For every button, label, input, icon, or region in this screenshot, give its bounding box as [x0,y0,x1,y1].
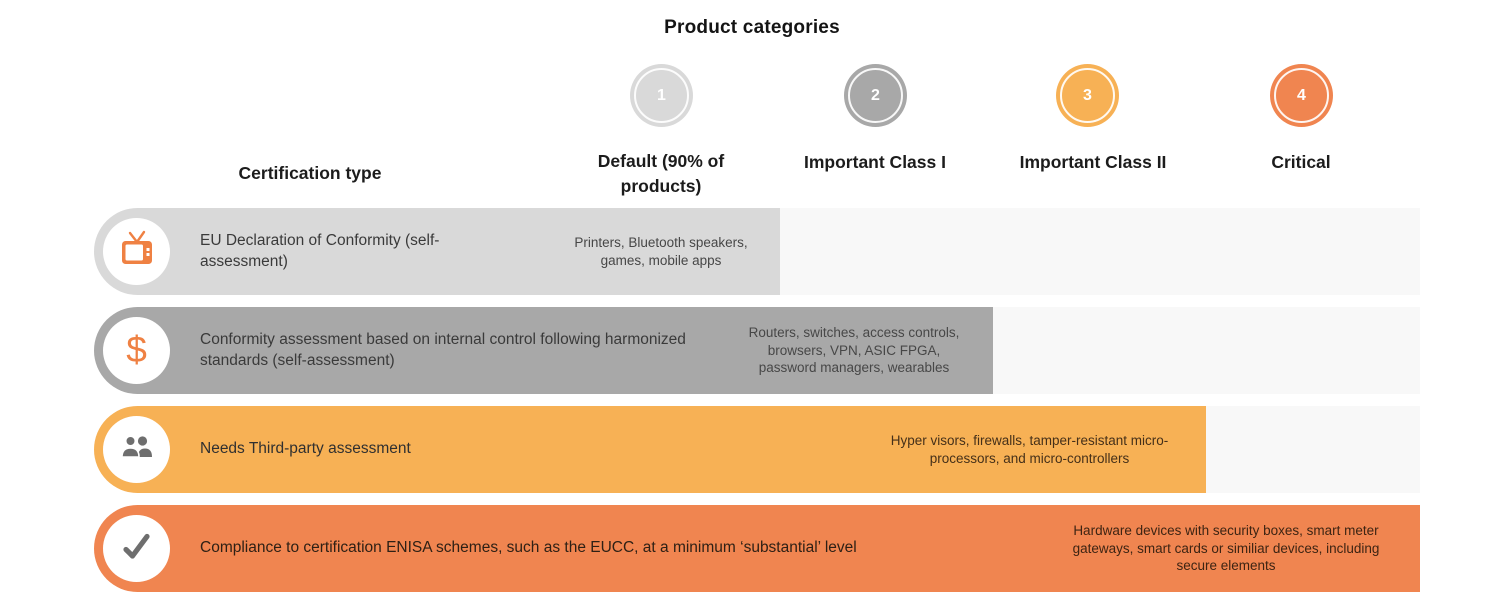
category-circle-2: 2 [844,64,907,127]
row-bar-important-class-2 [94,406,1206,493]
category-circle-4: 4 [1270,64,1333,127]
page-title: Product categories [664,17,840,38]
certification-label: EU Declaration of Conformity (self-asses… [200,231,440,270]
category-number-1: 1 [634,68,689,123]
row-icon-badge [103,416,170,483]
check-icon [120,531,154,566]
header-default: Default (90% of products) [597,151,725,196]
row-icon-badge [103,218,170,285]
table-row: $ Conformity assessment based on interna… [94,307,1420,394]
row-bar-important-class-1 [94,307,993,394]
products-cell: Routers, switches, access controls, brow… [748,324,960,376]
products-cell: Printers, Bluetooth speakers, games, mob… [574,234,748,268]
category-circle-1: 1 [630,64,693,127]
category-circle-3: 3 [1056,64,1119,127]
rows-container: EU Declaration of Conformity (self-asses… [94,208,1420,592]
dollar-icon: $ [126,329,147,370]
row-bar-critical [94,505,1420,592]
row-icon-badge: $ [103,317,170,384]
header-important-class-2: Important Class II [1019,152,1167,172]
category-number-3: 3 [1060,68,1115,123]
certification-label: Compliance to certification ENISA scheme… [200,539,857,557]
table-row: EU Declaration of Conformity (self-asses… [94,208,1420,295]
certification-label: Conformity assessment based on internal … [200,330,686,369]
row-icon-badge [103,515,170,582]
table-row: Needs Third-party assessment Hyper visor… [94,406,1420,493]
table-row: Compliance to certification ENISA scheme… [94,505,1420,592]
products-cell: Hyper visors, firewalls, tamper-resistan… [890,432,1169,466]
row-bar-default [94,208,780,295]
category-number-4: 4 [1274,68,1329,123]
category-number-2: 2 [848,68,903,123]
tv-icon [116,230,158,273]
header-critical: Critical [1271,152,1331,172]
header-important-class-1: Important Class I [804,152,946,172]
header-certification-type: Certification type [238,163,382,183]
certification-label: Needs Third-party assessment [200,440,411,458]
people-icon [118,431,156,468]
products-cell: Hardware devices with security boxes, sm… [1072,522,1380,574]
